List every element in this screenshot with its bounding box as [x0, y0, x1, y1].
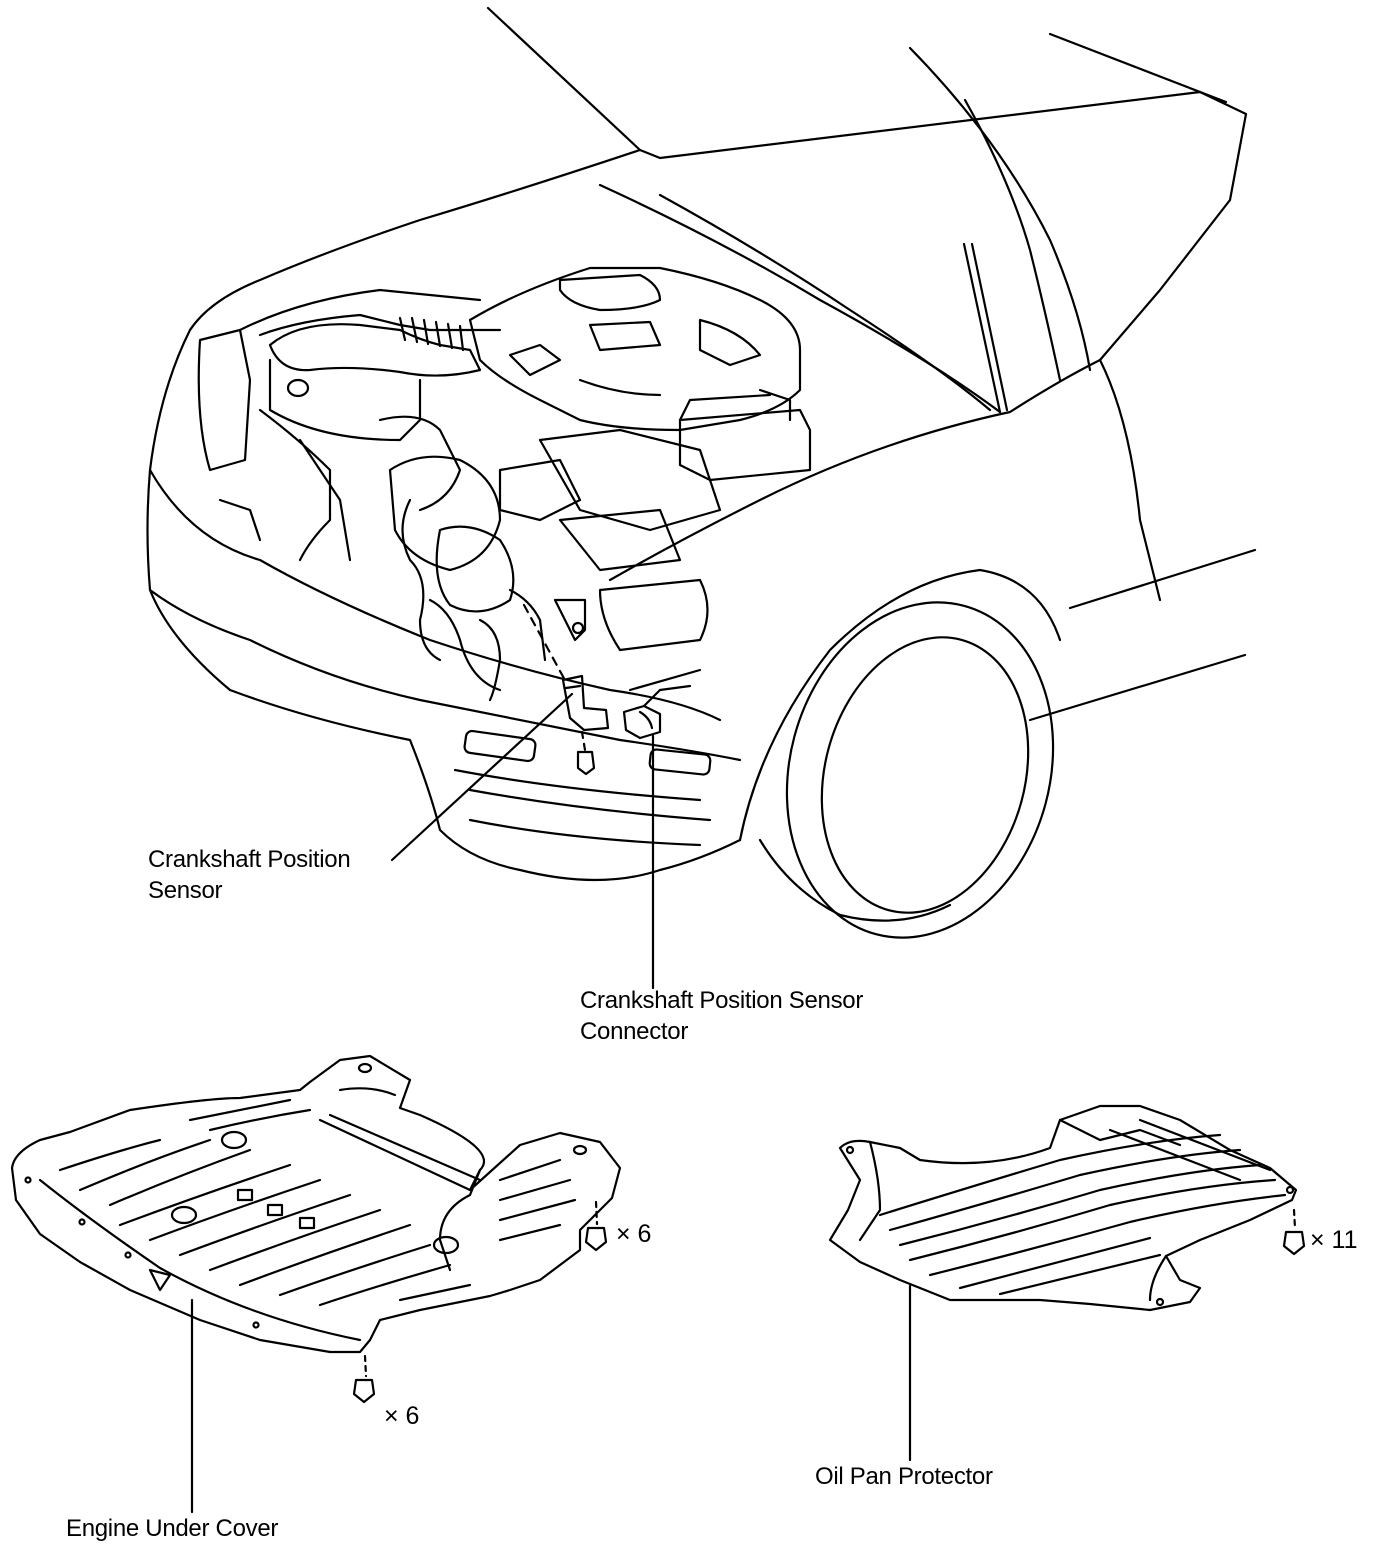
ckp-connector-label-line2: Connector	[580, 1018, 689, 1045]
oil-pan-protector-label: Oil Pan Protector	[815, 1463, 993, 1490]
ckp-sensor-label-line1: Crankshaft Position	[148, 846, 351, 873]
oil-pan-fastener-qty: × 11	[1310, 1226, 1358, 1254]
ckp-sensor-label: Crankshaft Position Sensor	[148, 844, 351, 906]
engine-under-cover-part	[12, 1056, 620, 1402]
under-cover-bottom-fastener-qty: × 6	[384, 1402, 420, 1430]
under-cover-side-fastener-qty: × 6	[616, 1220, 652, 1248]
ckp-sensor-leader	[392, 694, 572, 860]
engine-under-cover-label: Engine Under Cover	[66, 1515, 279, 1542]
ckp-sensor-label-line2: Sensor	[148, 877, 223, 904]
vehicle-front	[148, 8, 1256, 968]
ckp-connector-label: Crankshaft Position Sensor Connector	[580, 985, 863, 1047]
oil-pan-protector-part	[830, 1106, 1304, 1310]
engine-compartment	[240, 268, 810, 774]
ckp-connector-label-line1: Crankshaft Position Sensor	[580, 987, 864, 1014]
